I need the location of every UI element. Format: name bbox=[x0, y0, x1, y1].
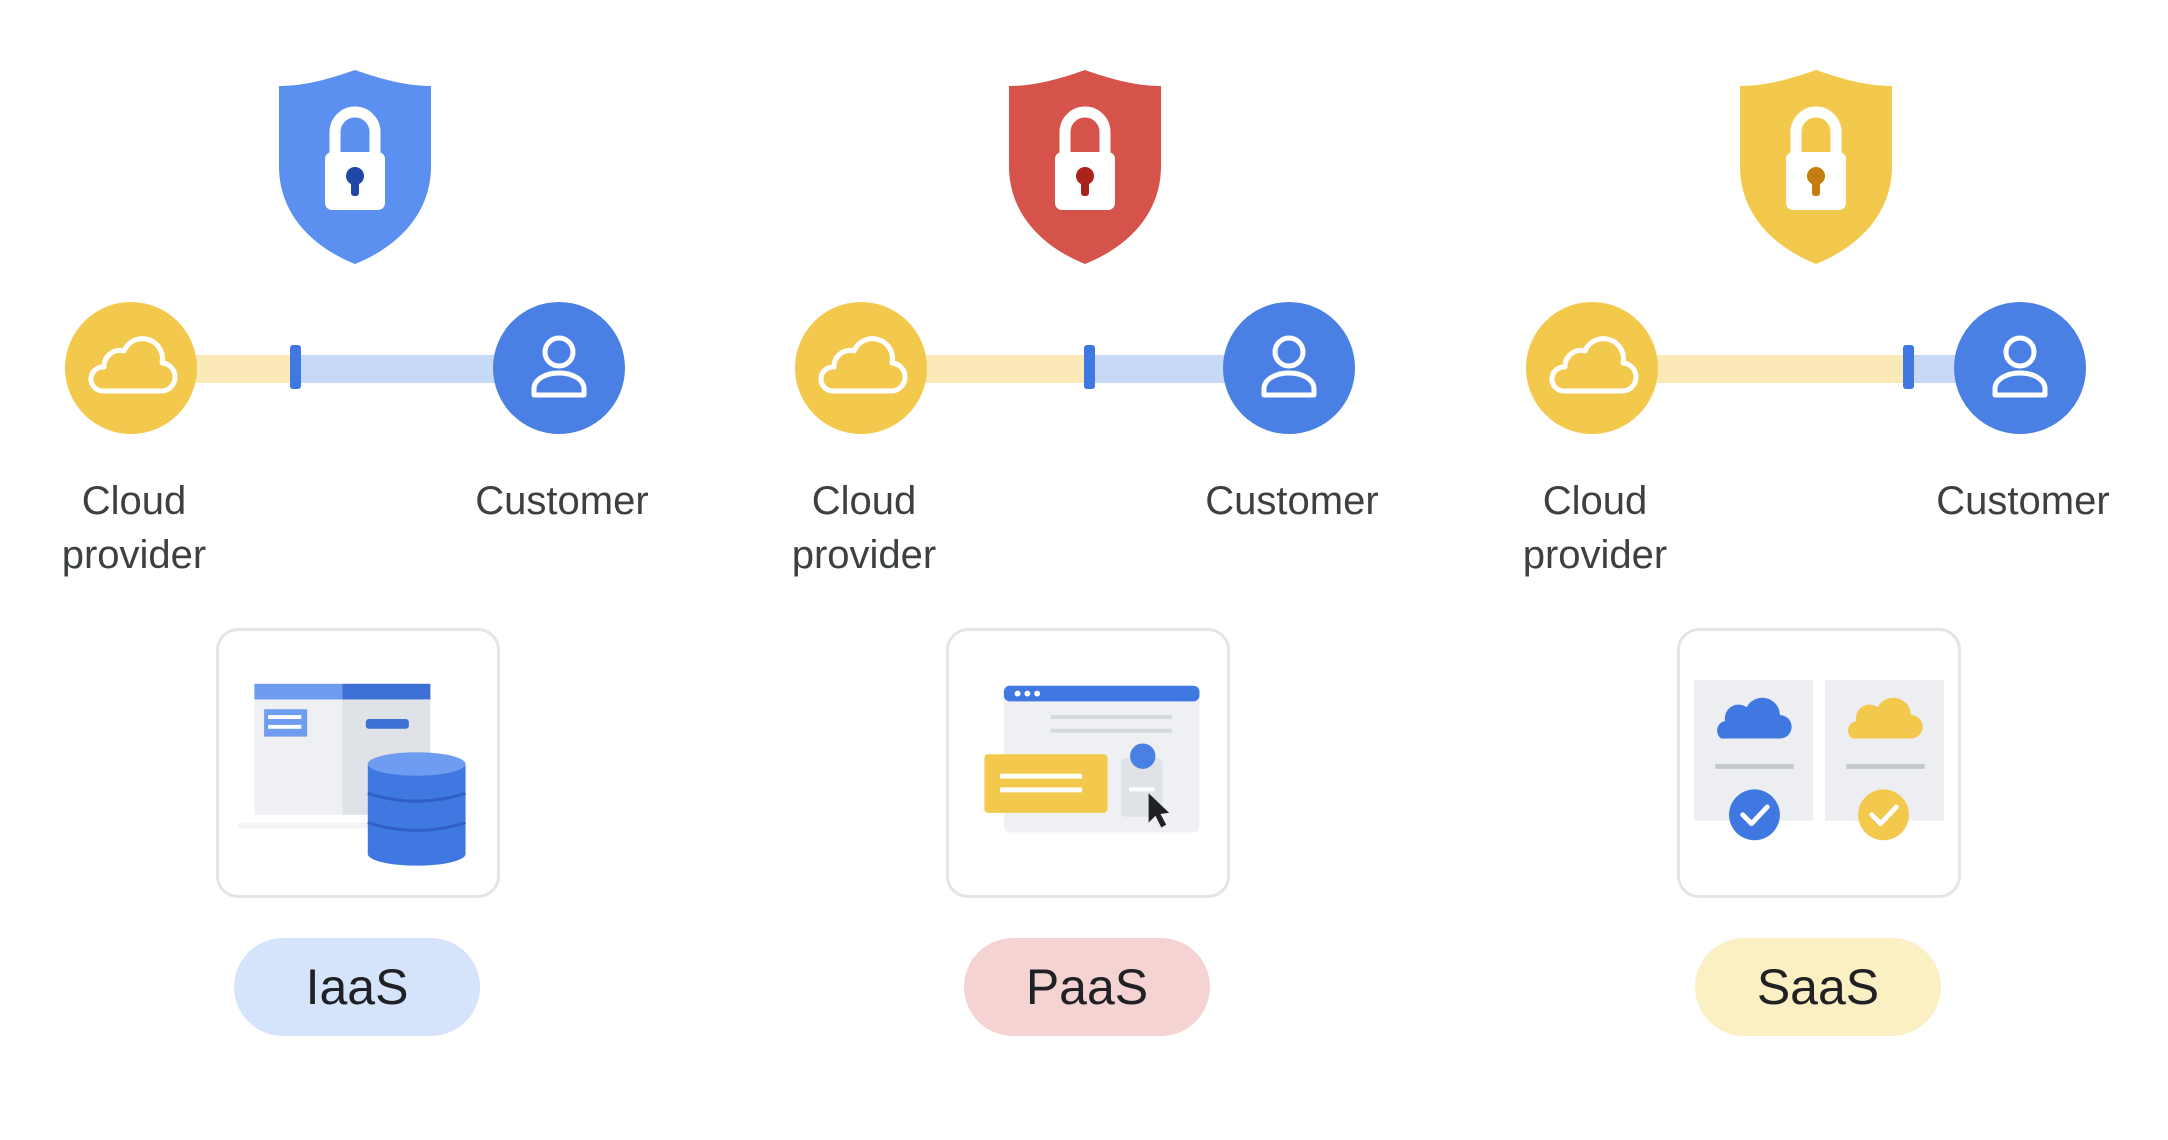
customer-label: Customer bbox=[1936, 479, 2110, 523]
model-badge: IaaS bbox=[234, 938, 480, 1036]
provider-label: Cloud provider bbox=[780, 474, 948, 582]
customer-responsibility-bar bbox=[1090, 355, 1240, 383]
cloud-icon bbox=[64, 301, 198, 435]
platform-browser-window-icon bbox=[946, 628, 1230, 898]
model-badge: SaaS bbox=[1695, 938, 1941, 1036]
cloud-icon bbox=[1525, 301, 1659, 435]
provider-responsibility-bar bbox=[190, 355, 300, 383]
customer-label: Customer bbox=[475, 479, 649, 523]
iaas-panel: Cloud provider Customer IaaS bbox=[0, 0, 722, 1140]
provider-responsibility-bar bbox=[920, 355, 1090, 383]
paas-panel: Cloud provider Customer PaaS bbox=[730, 0, 1452, 1140]
infrastructure-server-database-icon bbox=[216, 628, 500, 898]
responsibility-divider bbox=[1084, 345, 1095, 389]
model-badge: PaaS bbox=[964, 938, 1210, 1036]
shield-lock-icon bbox=[1007, 66, 1163, 266]
shield-lock-icon bbox=[1738, 66, 1894, 266]
person-icon bbox=[1222, 301, 1356, 435]
provider-label-text: Cloud provider bbox=[791, 479, 937, 577]
provider-label-text: Cloud provider bbox=[1522, 479, 1668, 577]
provider-label: Cloud provider bbox=[1511, 474, 1679, 582]
cloud-icon bbox=[794, 301, 928, 435]
person-icon bbox=[1953, 301, 2087, 435]
software-apps-check-icon bbox=[1677, 628, 1961, 898]
provider-label: Cloud provider bbox=[50, 474, 218, 582]
customer-label: Customer bbox=[1205, 479, 1379, 523]
shield-lock-icon bbox=[277, 66, 433, 266]
provider-responsibility-bar bbox=[1651, 355, 1909, 383]
provider-label-text: Cloud provider bbox=[61, 479, 207, 577]
person-icon bbox=[492, 301, 626, 435]
responsibility-divider bbox=[1903, 345, 1914, 389]
responsibility-divider bbox=[290, 345, 301, 389]
customer-responsibility-bar bbox=[300, 355, 510, 383]
saas-panel: Cloud provider Customer SaaS bbox=[1461, 0, 2168, 1140]
